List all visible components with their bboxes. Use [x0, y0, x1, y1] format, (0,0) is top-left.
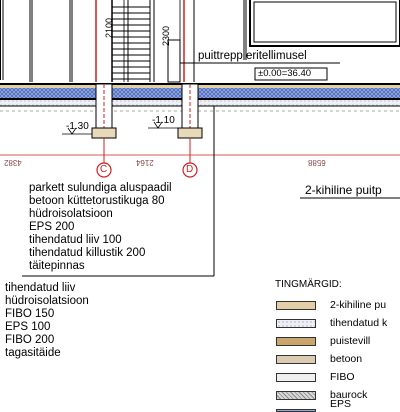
axis-marker-d: [182, 138, 198, 178]
legend-label: baurock: [330, 389, 368, 401]
legend-swatch: [276, 337, 316, 346]
legend-label: betoon: [330, 353, 363, 365]
ground-layer: hüdroisolatsioon: [5, 295, 89, 307]
stair-graphic: [0, 0, 400, 83]
level-right: -1.10: [152, 115, 175, 126]
level-markers: [62, 121, 178, 135]
floor-layer: tihendatud killustik 200: [29, 247, 146, 259]
legend-swatch: [276, 355, 316, 364]
axis-label-d: D: [186, 164, 194, 175]
axis-label-c: C: [100, 164, 108, 175]
legend: TINGMÄRGID: 2-kihiline pu tihendatud k p…: [272, 280, 400, 412]
legend-label: 2-kihiline pu: [330, 299, 387, 311]
floor-layer: täitepinnas: [29, 260, 85, 272]
ground-layer: FIBO 200: [5, 334, 55, 346]
legend-swatch: [276, 391, 316, 400]
ground-layer: FIBO 150: [5, 308, 55, 320]
span-dimension-3: 6588: [308, 158, 326, 167]
legend-label: tihendatud k: [330, 317, 388, 329]
stair-dimension-2300: 2300: [161, 25, 171, 46]
legend-swatch: [276, 301, 316, 310]
legend-swatch: [276, 319, 316, 328]
floor-layer: betoon küttetorustikuga 80: [29, 195, 165, 207]
span-dimension-2: 2164: [136, 158, 154, 167]
legend-swatch: [276, 373, 316, 382]
floor-slab: [0, 83, 400, 112]
section-label: 2-kihiline puitp: [305, 183, 382, 197]
stair-dimension-lines: [123, 0, 181, 82]
legend-label: FIBO: [330, 371, 355, 383]
floor-layer: EPS 200: [29, 221, 75, 233]
dimension-line: [0, 150, 400, 160]
foundation-column-d: [177, 83, 203, 139]
layer-list-leader: [22, 106, 215, 277]
elevation-zero: ±0.00=36.40: [258, 68, 312, 79]
ground-layer: EPS 100: [5, 321, 51, 333]
stair-dimension-2100: 2100: [104, 17, 114, 38]
level-left: -1.30: [66, 121, 89, 132]
floor-layer: parkett sulundiga aluspaadil: [29, 182, 172, 194]
floor-layer: hüdroisolatsioon: [29, 208, 113, 220]
foundation-column-c: [91, 83, 117, 139]
legend-label: EPS: [330, 398, 352, 410]
stair-note: puittrepp eritellimusel: [198, 50, 307, 62]
span-dimension-1: 4382: [4, 158, 22, 167]
axis-marker-c: [96, 138, 112, 178]
legend-title: TINGMÄRGID:: [275, 279, 342, 290]
legend-label: puistevill: [330, 335, 371, 347]
stair-note-leader: [180, 62, 340, 81]
floor-layer: tihendatud liiv 100: [29, 234, 122, 246]
ground-layer: tagasitäide: [5, 347, 61, 359]
ground-layer: tihendatud liiv: [5, 282, 76, 294]
